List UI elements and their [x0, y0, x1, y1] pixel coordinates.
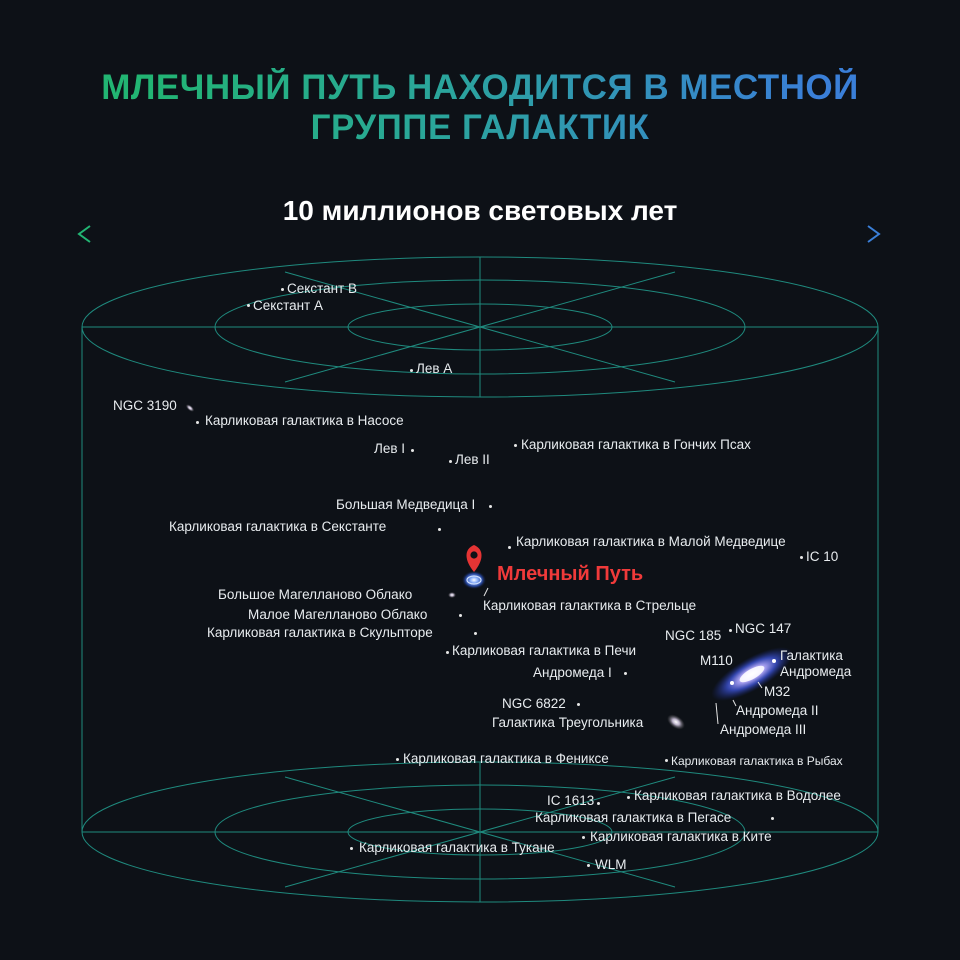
galaxy-label-tucana-dwarf: Карликовая галактика в Тукане — [359, 840, 555, 855]
galaxy-dot — [396, 758, 399, 761]
galaxy-dot — [446, 651, 449, 654]
galaxy-label-andromeda-line2: Андромеда — [780, 664, 852, 679]
galaxy-dot — [449, 460, 452, 463]
galaxy-label-fornax-dwarf: Карликовая галактика в Печи — [452, 643, 637, 658]
galaxy-label-smc: Малое Магелланово Облако — [248, 607, 428, 622]
galaxy-label-andromeda-iii: Андромеда III — [720, 722, 807, 737]
galaxy-dot — [247, 304, 250, 307]
andromeda-galaxy-image — [711, 647, 793, 701]
galaxy-dot — [489, 505, 492, 508]
galaxy-label-ursa-minor-dwarf: Карликовая галактика в Малой Медведице — [516, 534, 786, 549]
milky-way-label: Млечный Путь — [497, 563, 644, 585]
galaxy-label-pegasus-dwarf: Карликовая галактика в Пегасе — [535, 810, 732, 825]
andromeda-connectors — [483, 587, 763, 725]
galaxy-dot — [411, 449, 414, 452]
galaxy-label-phoenix-dwarf: Карликовая галактика в Фениксе — [403, 751, 609, 766]
title-line-2: ГРУППЕ ГАЛАКТИК — [0, 108, 960, 148]
milky-way-marker — [462, 545, 486, 589]
galaxy-label-andromeda-line1: Галактика — [780, 648, 843, 663]
galaxy-dot — [729, 629, 732, 632]
galaxy-label-aquarius-dwarf: Карликовая галактика в Водолее — [634, 788, 841, 803]
lmc-image — [448, 592, 456, 598]
galaxy-label-leo-a: Лев А — [416, 361, 453, 376]
galaxy-label-sextans-dwarf: Карликовая галактика в Секстанте — [169, 519, 387, 534]
galaxy-dot — [577, 703, 580, 706]
cylinder-sides — [81, 327, 879, 832]
galaxy-dot — [508, 546, 511, 549]
galaxy-dot — [459, 614, 462, 617]
galaxy-label-ursa-major-i: Большая Медведица I — [336, 497, 476, 512]
galaxy-label-ngc-6822: NGC 6822 — [502, 696, 566, 711]
title-line-1: МЛЕЧНЫЙ ПУТЬ НАХОДИТСЯ В МЕСТНОЙ — [0, 68, 960, 108]
galaxy-dot — [665, 759, 668, 762]
galaxy-dot — [627, 796, 630, 799]
galaxy-label-ngc-3190: NGC 3190 — [113, 398, 177, 413]
galaxy-label-sextans-a: Секстант А — [253, 298, 323, 313]
galaxy-dot — [582, 836, 585, 839]
galaxy-label-wlm: WLM — [595, 857, 627, 872]
galaxy-label-cetus-dwarf: Карликовая галактика в Ките — [590, 829, 772, 844]
galaxy-label-antlia-dwarf: Карликовая галактика в Насосе — [205, 413, 404, 428]
galaxy-label-leo-ii: Лев II — [455, 452, 490, 467]
galaxy-dot — [438, 528, 441, 531]
galaxy-dot — [587, 864, 590, 867]
scale-arrow — [77, 225, 881, 243]
galaxy-label-m110: M110 — [700, 653, 733, 668]
ngc3190-galaxy-image — [185, 404, 195, 412]
galaxy-dot — [597, 802, 600, 805]
galaxy-label-triangulum: Галактика Треугольника — [492, 715, 644, 730]
galaxy-dot — [771, 817, 774, 820]
galaxy-label-ngc-147: NGC 147 — [735, 621, 792, 636]
galaxy-label-andromeda-i: Андромеда I — [533, 665, 612, 680]
galaxy-label-andromeda-ii: Андромеда II — [736, 703, 819, 718]
galaxy-label-sculptor-dwarf: Карликовая галактика в Скульпторе — [207, 625, 433, 640]
galaxy-dot — [350, 847, 353, 850]
top-disk — [81, 256, 879, 398]
galaxy-label-m32: M32 — [764, 684, 791, 699]
galaxy-dot — [800, 556, 803, 559]
scale-label: 10 миллионов световых лет — [282, 195, 678, 226]
galaxy-label-lmc: Большое Магелланово Облако — [218, 587, 413, 602]
galaxy-label-ic-10: IC 10 — [806, 549, 839, 564]
galaxy-dot — [474, 632, 477, 635]
galaxy-dot — [514, 444, 517, 447]
galaxy-label-leo-i: Лев I — [374, 441, 406, 456]
galaxy-label-sextans-b: Секстант B — [287, 281, 357, 296]
galaxy-label-ngc-185: NGC 185 — [665, 628, 722, 643]
galaxy-label-canes-venatici-dwarf: Карликовая галактика в Гончих Псах — [521, 437, 751, 452]
galaxy-dot — [281, 288, 284, 291]
galaxy-label-pisces-dwarf: Карликовая галактика в Рыбах — [671, 754, 843, 768]
triangulum-galaxy-image — [667, 714, 685, 730]
galaxy-label-ic-1613: IC 1613 — [547, 793, 595, 808]
galaxy-dot — [196, 421, 199, 424]
galaxy-dot — [624, 672, 627, 675]
galaxy-dot — [410, 369, 413, 372]
galaxy-label-sagittarius-dwarf: Карликовая галактика в Стрельце — [483, 598, 697, 613]
